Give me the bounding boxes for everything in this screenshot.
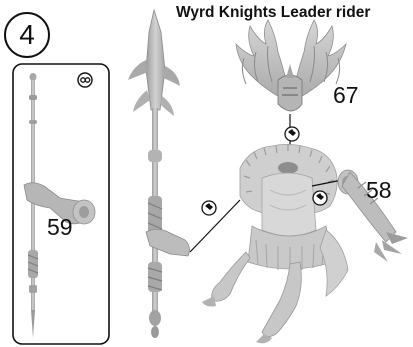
rider-body [202, 144, 348, 343]
sprue-clip-icon [78, 73, 92, 87]
page-title: Wyrd Knights Leader rider [176, 4, 370, 22]
glue-icon-spear [202, 201, 216, 215]
spear-large [128, 10, 189, 338]
part-label-58: 58 [366, 177, 392, 204]
glue-icon-arm [313, 191, 327, 205]
step-number-text: 4 [19, 19, 35, 51]
part-label-59: 59 [47, 214, 73, 241]
spear-part-59 [24, 73, 95, 338]
step-number: 4 [4, 12, 50, 58]
part-label-67: 67 [333, 82, 359, 109]
glue-icon-head [285, 127, 299, 141]
head-wings-part-67 [236, 20, 346, 111]
